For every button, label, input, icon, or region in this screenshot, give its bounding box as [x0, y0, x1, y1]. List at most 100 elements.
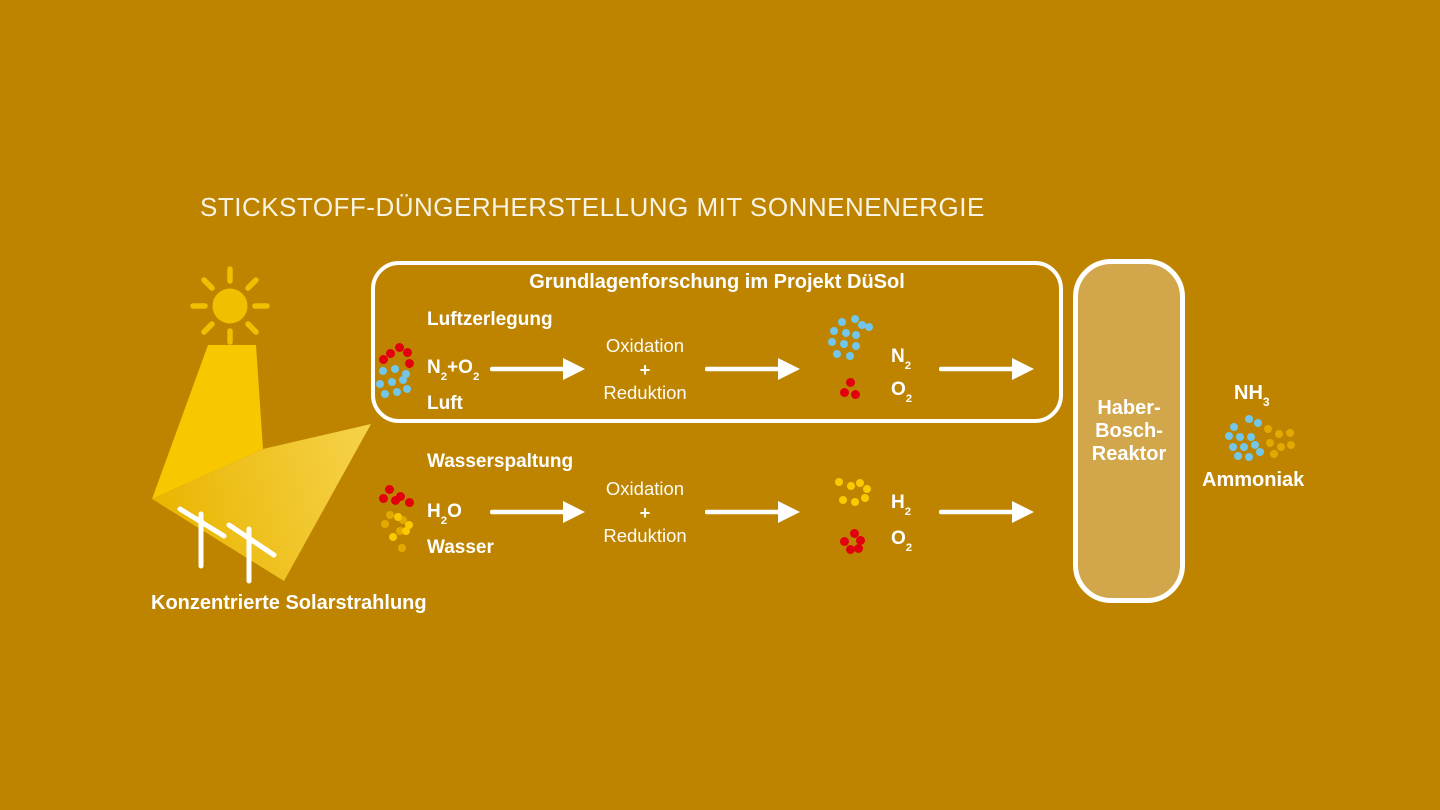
molecule-cluster-o2-water	[832, 524, 872, 556]
molecule-dot	[828, 338, 836, 346]
dusol-box-title: Grundlagenforschung im Projekt DüSol	[529, 271, 905, 293]
molecule-dot	[394, 513, 402, 521]
product-formula: NH3	[1234, 382, 1270, 409]
molecule-dot	[1230, 423, 1238, 431]
molecule-dot	[1287, 441, 1295, 449]
molecule-dot	[858, 321, 866, 329]
page-title: STICKSTOFF-DÜNGERHERSTELLUNG MIT SONNENE…	[200, 192, 985, 222]
solar-concentrator-graphic	[152, 266, 371, 584]
arrow-icon	[939, 501, 1034, 523]
haber-bosch-reactor-label: Haber- Bosch- Reaktor	[1091, 396, 1167, 465]
haber-bosch-reactor-box: Haber- Bosch- Reaktor	[1073, 259, 1185, 603]
molecule-dot	[851, 390, 860, 399]
molecule-dot	[1256, 448, 1264, 456]
molecule-dot	[846, 352, 854, 360]
process-reduktion-label: Reduktion	[603, 382, 687, 403]
arrow-icon	[490, 358, 585, 380]
molecule-dot	[379, 367, 387, 375]
molecule-dot	[1270, 450, 1278, 458]
row1-process-block: Oxidation + Reduktion	[580, 334, 710, 405]
process-reduktion-label: Reduktion	[603, 525, 687, 546]
molecule-dot	[403, 348, 412, 357]
molecule-dot	[1286, 429, 1294, 437]
molecule-dot	[1245, 453, 1253, 461]
arrow-icon	[939, 358, 1034, 380]
molecule-dot	[830, 327, 838, 335]
molecule-dot	[865, 323, 873, 331]
molecule-dot	[376, 380, 384, 388]
molecule-dot	[405, 498, 414, 507]
process-plus-label: +	[639, 358, 651, 380]
molecule-dot	[1277, 443, 1285, 451]
molecule-dot	[835, 478, 843, 486]
molecule-dot	[840, 340, 848, 348]
row1-heading: Luftzerlegung	[427, 309, 553, 330]
molecule-dot	[386, 511, 394, 519]
molecule-dot	[402, 527, 410, 535]
molecule-dot	[381, 520, 389, 528]
molecule-dot	[1240, 443, 1248, 451]
dusol-box	[371, 261, 1063, 423]
molecule-dot	[398, 544, 406, 552]
process-oxidation-label: Oxidation	[605, 335, 685, 356]
arrow-icon	[490, 501, 585, 523]
row1-output1-formula: N2	[891, 346, 912, 372]
arrow-icon	[705, 501, 800, 523]
molecule-dot	[399, 516, 407, 524]
molecule-cluster-o2-air	[834, 372, 868, 399]
molecule-dot	[385, 485, 394, 494]
molecule-dot	[839, 496, 847, 504]
molecule-dot	[381, 390, 389, 398]
molecule-dot	[1275, 430, 1283, 438]
molecule-dot	[847, 482, 855, 490]
process-plus-label: +	[639, 501, 651, 523]
molecule-dot	[379, 355, 388, 364]
molecule-dot	[840, 537, 849, 546]
molecule-dot	[379, 494, 388, 503]
molecule-dot	[391, 365, 399, 373]
molecule-cluster-n2	[818, 312, 884, 364]
molecule-dot	[1247, 433, 1255, 441]
molecule-dot	[863, 485, 871, 493]
molecule-dot	[395, 343, 404, 352]
molecule-dot	[846, 545, 855, 554]
molecule-dot	[856, 479, 864, 487]
molecule-dot	[833, 350, 841, 358]
molecule-dot	[405, 359, 414, 368]
row2-heading: Wasserspaltung	[427, 451, 574, 472]
molecule-dot	[386, 349, 395, 358]
solar-label: Konzentrierte Solarstrahlung	[151, 592, 427, 614]
molecule-dot	[1236, 433, 1244, 441]
molecule-dot	[391, 496, 400, 505]
sun-icon	[190, 266, 270, 345]
molecule-dot	[852, 331, 860, 339]
row2-output2-formula: O2	[891, 528, 913, 554]
molecule-dot	[1264, 425, 1272, 433]
molecule-dot	[405, 521, 413, 529]
molecule-dot	[842, 329, 850, 337]
molecule-dot	[399, 376, 407, 384]
molecule-dot	[851, 498, 859, 506]
molecule-dot	[840, 388, 849, 397]
molecule-dot	[1254, 419, 1262, 427]
light-beam-shape	[152, 345, 371, 581]
row2-input-formula: H2O	[427, 501, 462, 527]
molecule-dot	[854, 544, 863, 553]
molecule-dot	[856, 536, 865, 545]
molecule-dot	[1266, 439, 1274, 447]
molecule-dot	[861, 494, 869, 502]
molecule-dot	[403, 385, 411, 393]
molecule-cluster-ammonia	[1218, 408, 1295, 464]
molecule-dot	[1234, 452, 1242, 460]
molecule-dot	[846, 378, 855, 387]
process-oxidation-label: Oxidation	[605, 478, 685, 499]
molecule-dot	[389, 533, 397, 541]
row2-input-name: Wasser	[427, 537, 494, 558]
molecule-dot	[388, 378, 396, 386]
molecule-dot	[1245, 415, 1253, 423]
row1-input-formula: N2+O2	[427, 357, 480, 383]
molecule-dot	[1251, 441, 1259, 449]
molecule-dot	[402, 370, 410, 378]
product-name: Ammoniak	[1202, 469, 1305, 491]
molecule-dot	[851, 315, 859, 323]
